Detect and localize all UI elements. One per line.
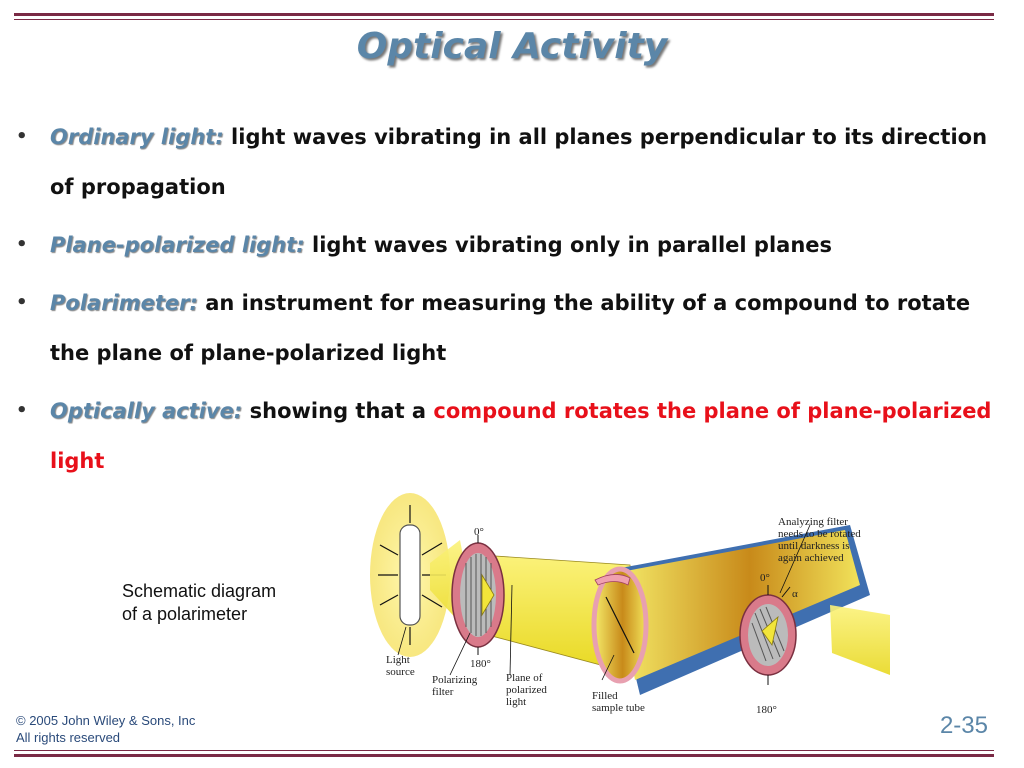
diagram-caption: Schematic diagram of a polarimeter [122, 580, 276, 626]
light-bulb [399, 524, 421, 626]
bullet-dot: • [16, 126, 28, 147]
label-plane-of-polarized-light: light [506, 696, 526, 708]
caption-line: Schematic diagram [122, 581, 277, 601]
label-degree-0-polarizer: 0° [474, 526, 484, 538]
caption-line: of a polarimeter [122, 604, 248, 624]
tube-fill-cap [594, 574, 631, 586]
bullet-dot: • [16, 234, 28, 255]
label-polarizing-filter: filter [432, 686, 454, 698]
bullet-text: an instrument for measuring the ability … [50, 291, 971, 365]
sample-tube-liquid [615, 530, 860, 680]
bullet-list: • Ordinary light: light waves vibrating … [16, 112, 1001, 494]
bottom-rule-thin [14, 750, 994, 751]
polarimeter-diagram: Light source Polarizing filter Plane of … [370, 493, 890, 716]
label-filled-sample-tube: Filled [592, 690, 618, 702]
bullet-optically-active: • Optically active: showing that a compo… [16, 386, 1001, 486]
bullet-polarimeter: • Polarimeter: an instrument for measuri… [16, 278, 1001, 378]
footer-line: All rights reserved [16, 730, 121, 745]
label-plane-of-polarized-light: Plane of [506, 672, 543, 684]
label-degree-180-polarizer: 180° [470, 658, 491, 670]
footer-copyright: © 2005 John Wiley & Sons, Inc All rights… [16, 712, 195, 746]
bullet-term: Optically active: [50, 399, 243, 423]
footer-line: © 2005 John Wiley & Sons, Inc [16, 713, 196, 728]
label-light-source: source [386, 666, 415, 678]
bullet-dot: • [16, 292, 28, 313]
polarizing-filter-inner [460, 553, 496, 637]
slide-number: 2-35 [939, 712, 988, 739]
bullet-text: light waves vibrating only in parallel p… [312, 233, 833, 257]
label-light-source: Light [386, 654, 410, 666]
bullet-text: showing that a [249, 399, 427, 423]
bullet-plane-polarized-light: • Plane-polarized light: light waves vib… [16, 220, 1001, 270]
label-filled-sample-tube: sample tube [592, 702, 645, 714]
bullet-ordinary-light: • Ordinary light: light waves vibrating … [16, 112, 1001, 212]
label-degree-180-analyzer: 180° [756, 704, 777, 716]
top-rule-thick [14, 13, 994, 16]
label-analyzing-filter: needs to be rotated [778, 528, 861, 540]
label-analyzing-filter: Analyzing filter [778, 516, 848, 528]
bottom-rule-thick [14, 754, 994, 757]
top-rule-thin [14, 19, 994, 20]
bullet-text: light waves vibrating in all planes perp… [50, 125, 988, 199]
label-degree-0-analyzer: 0° [760, 572, 770, 584]
label-alpha: α [792, 588, 798, 600]
bullet-dot: • [16, 400, 28, 421]
bullet-highlight-text: compound rotates the plane of plane-pola… [50, 399, 992, 473]
label-polarizing-filter: Polarizing [432, 674, 478, 686]
bullet-term: Polarimeter: [50, 291, 198, 315]
bullet-term: Ordinary light: [50, 125, 224, 149]
bullet-term: Plane-polarized light: [50, 233, 305, 257]
label-plane-of-polarized-light: polarized [506, 684, 547, 696]
slide-title: Optical Activity [356, 26, 668, 67]
label-analyzing-filter: again achieved [778, 552, 844, 564]
label-analyzing-filter: until darkness is [778, 540, 850, 552]
